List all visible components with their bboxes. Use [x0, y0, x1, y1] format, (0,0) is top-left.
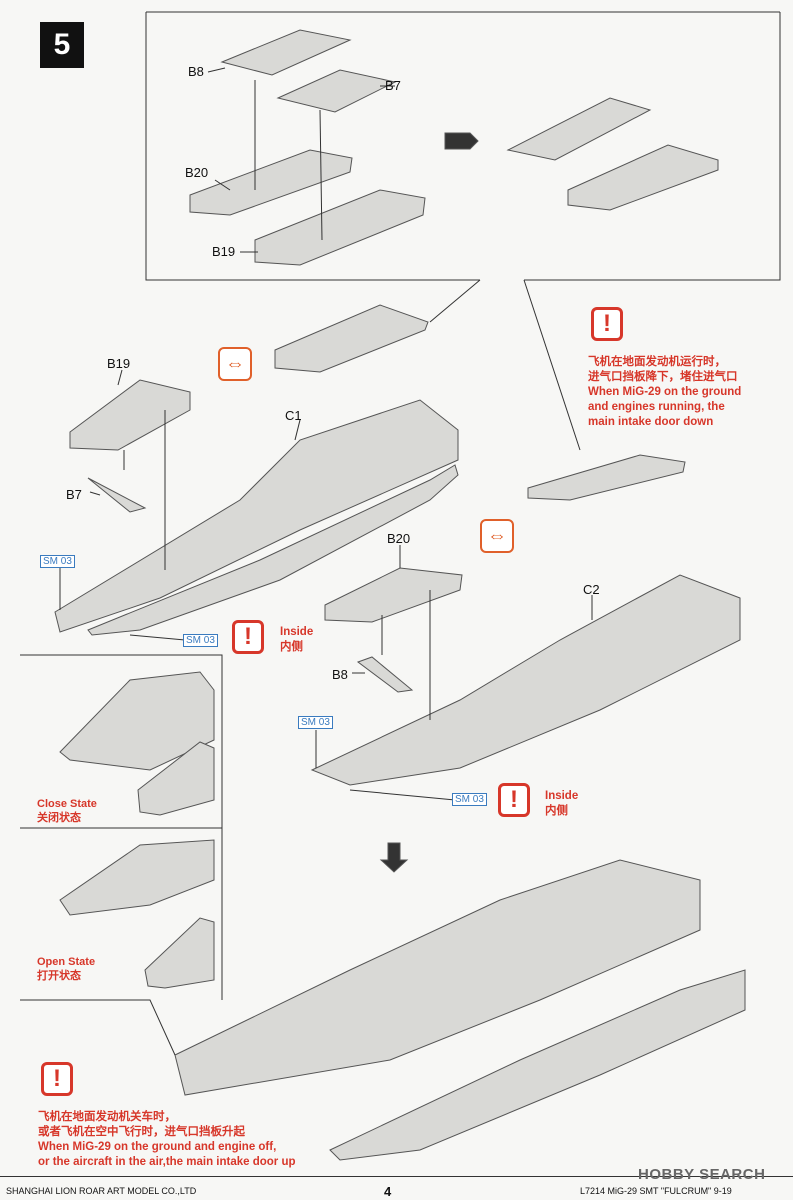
label-b7-mid: B7	[66, 487, 82, 502]
label-b19-mid: B19	[107, 356, 131, 371]
swap-arrows-icon: ⇔	[480, 519, 514, 553]
note-engine-off: 飞机在地面发动机关车时， 或者飞机在空中飞行时，进气口挡板升起 When MiG…	[38, 1111, 296, 1168]
swap-arrows-icon: ⇔	[218, 347, 252, 381]
label-c2: C2	[583, 582, 600, 597]
note-inside: Inside 内侧	[280, 626, 314, 653]
footer-company: SHANGHAI LION ROAR ART MODEL CO.,LTD	[6, 1186, 197, 1196]
sm-label: SM 03	[298, 716, 333, 729]
label-b8-mid: B8	[332, 667, 348, 682]
plate-b8-top	[220, 29, 352, 76]
sm-label: SM 03	[183, 634, 218, 647]
step-number: 5	[40, 22, 84, 68]
label-b20: B20	[185, 165, 209, 180]
watermark: HOBBY SEARCH	[638, 1166, 766, 1183]
label-b8: B8	[188, 64, 204, 79]
close-state-label: Close State 关闭状态	[37, 798, 97, 824]
footer-code: L7214 MiG-29 SMT "FULCRUM" 9-19	[580, 1186, 732, 1196]
sm-label: SM 03	[452, 793, 487, 806]
plate-b20-top	[189, 149, 353, 216]
note-ground-running: 飞机在地面发动机运行时， 进气口挡板降下，堵住进气口 When MiG-29 o…	[588, 356, 742, 428]
warning-icon: !	[591, 307, 623, 341]
footer-divider	[0, 1176, 793, 1177]
sm-label: SM 03	[40, 555, 75, 568]
label-b7: B7	[385, 78, 401, 93]
open-state-label: Open State 打开状态	[37, 956, 96, 982]
label-b19: B19	[212, 244, 236, 259]
warning-icon: !	[41, 1062, 73, 1096]
warning-icon: !	[232, 620, 264, 654]
plate-b19-top	[254, 189, 426, 266]
page-number: 4	[384, 1184, 392, 1199]
label-b20-mid: B20	[387, 531, 411, 546]
label-c1: C1	[285, 408, 302, 423]
note-inside: Inside 内侧	[545, 790, 579, 817]
warning-icon: !	[498, 783, 530, 817]
plate-b7-top	[276, 69, 397, 113]
